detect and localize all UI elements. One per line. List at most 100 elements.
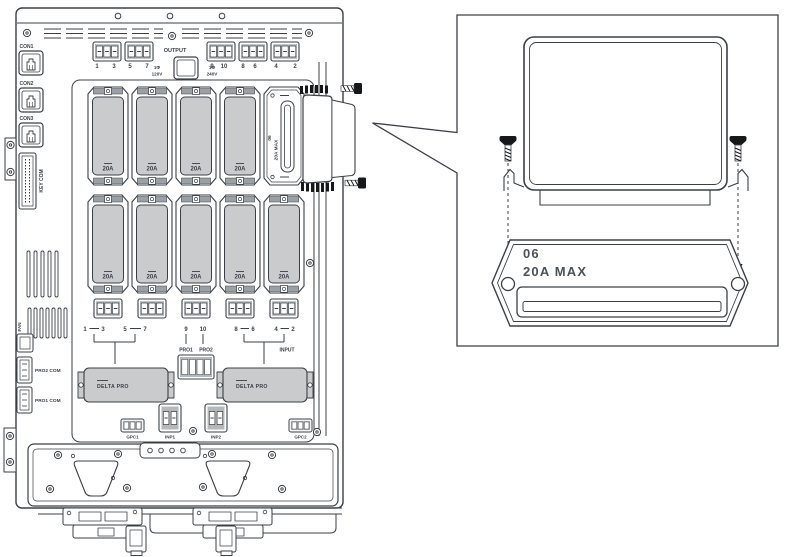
terminal-number: 5 [128,64,132,70]
breaker-rating: 20A [234,275,246,281]
pro1-label: PRO1 [179,348,193,354]
pro2-label: PRO2 [199,348,213,354]
vent-slots-side [26,250,68,339]
con3-label: CON3 [20,116,34,122]
delta-pro-right-label: DELTA PRO [236,384,268,390]
harness-number: 8 [234,327,238,333]
fan-label: FAN [17,323,22,332]
pro1-com-label: PRO1 COM [35,398,61,404]
bottom-ports: GPC1 INP1 INP2 GPC2 [120,403,322,440]
module-cover-3d [300,82,367,192]
wireway-cutout [205,460,251,497]
key-com-label: KEY COM [39,169,45,192]
gpc1-label: GPC1 [126,435,139,440]
breaker-rating: 20A [234,167,246,173]
terminal-number: 8 [241,64,245,70]
inp2-port [204,403,228,433]
terminal-number: 3 [112,64,116,70]
cover-clip-right [727,168,749,191]
processor-modules: DELTA PRO DELTA PRO [77,367,314,403]
breaker-row-2: 20A 20A 20A 20A 20A [87,194,305,319]
callout-detail: 06 20A MAX [372,14,779,347]
base-clamps [38,507,342,556]
con1-label: CON1 [20,44,34,50]
harness-number: 7 [143,327,147,333]
harness-number: 9 [184,327,188,333]
con1-jack [18,50,44,76]
empty-module-slot: 06 20A MAX [263,86,305,186]
harness-number: 2 [291,327,295,333]
phase-240-label: 1Φ [209,65,216,70]
inp1-port [158,403,182,433]
cover-screw-icon [344,177,367,189]
cover-base [539,190,711,206]
mount-hole [166,12,174,20]
screw-icon [305,258,315,268]
slot-number-label: 06 [267,135,273,141]
terminal-number: 1 [95,64,99,70]
harness-number: 10 [200,327,207,333]
callout-module-number: 06 [523,246,540,261]
con2-jack [18,87,44,113]
fan-connector [16,333,34,353]
callout-cover [523,36,728,191]
breaker-row-1: 20A 20A 20A 20A 06 20A MAX [87,86,305,186]
gpc1-port [120,418,145,433]
inp2-label: INP2 [211,435,222,440]
wireway-section [27,442,339,507]
pro2-com-label: PRO2 COM [35,368,61,374]
breaker-rating: 20A [102,275,114,281]
breaker-rating: 20A [146,275,158,281]
terminal-number: 2 [293,64,297,70]
wireway-cutout [73,460,119,497]
slot-rating-label: 20A MAX [274,139,280,160]
key-com-connector [18,152,37,210]
cover-screw-icon [340,82,363,95]
plate-slot-inner [522,301,722,312]
output-button [173,56,199,80]
left-bracket [4,137,17,181]
gpc2-port [288,418,313,433]
breaker-rating: 20A [278,275,290,281]
gpc2-label: GPC2 [294,435,307,440]
screw-icon [22,28,32,38]
harness-wiring: 1 3 5 7 9 10 8 6 4 2 PRO1 PRO2 INPUT [83,327,295,380]
output-label: OUTPUT [164,48,187,54]
breaker-rating: 20A [190,275,202,281]
mount-hole [114,12,122,20]
phase-240-volts: 240V [207,72,219,77]
delta-pro-left [83,367,169,403]
phase-120-label: 1Φ [154,65,161,70]
breaker-rating: 20A [190,167,202,173]
delta-pro-right [222,367,308,403]
harness-number: 1 [83,327,87,333]
breaker-rating: 20A [102,167,114,173]
con3-jack [18,122,44,148]
screw-icon [304,28,314,38]
input-label: INPUT [280,348,295,354]
callout-rating: 20A MAX [523,264,587,279]
connector-teeth [300,85,334,192]
phase-120-volts: 120V [152,72,164,77]
harness-number: 5 [123,327,127,333]
output-terminals: 1 3 5 7 9 10 8 6 4 2 OUTPUT 1Φ 120V 1Φ 2… [92,41,300,80]
terminal-number: 10 [221,64,228,70]
terminal-number: 6 [253,64,257,70]
harness-number: 6 [251,327,255,333]
con2-label: CON2 [20,81,34,87]
terminal-number: 4 [274,64,278,70]
screw-hole [500,276,516,292]
cover-clip-left [503,168,525,191]
main-panel: CON1 CON2 CON3 KEY COM [3,7,367,556]
mount-hole [218,12,226,20]
harness-number: 3 [101,327,105,333]
breaker-rating: 20A [146,167,158,173]
left-ports: CON1 CON2 CON3 KEY COM [3,44,68,473]
harness-number: 4 [274,327,278,333]
screw-hole [730,276,746,292]
inp1-label: INP1 [165,435,176,440]
screw-icon [167,31,177,41]
delta-pro-left-label: DELTA PRO [97,384,129,390]
